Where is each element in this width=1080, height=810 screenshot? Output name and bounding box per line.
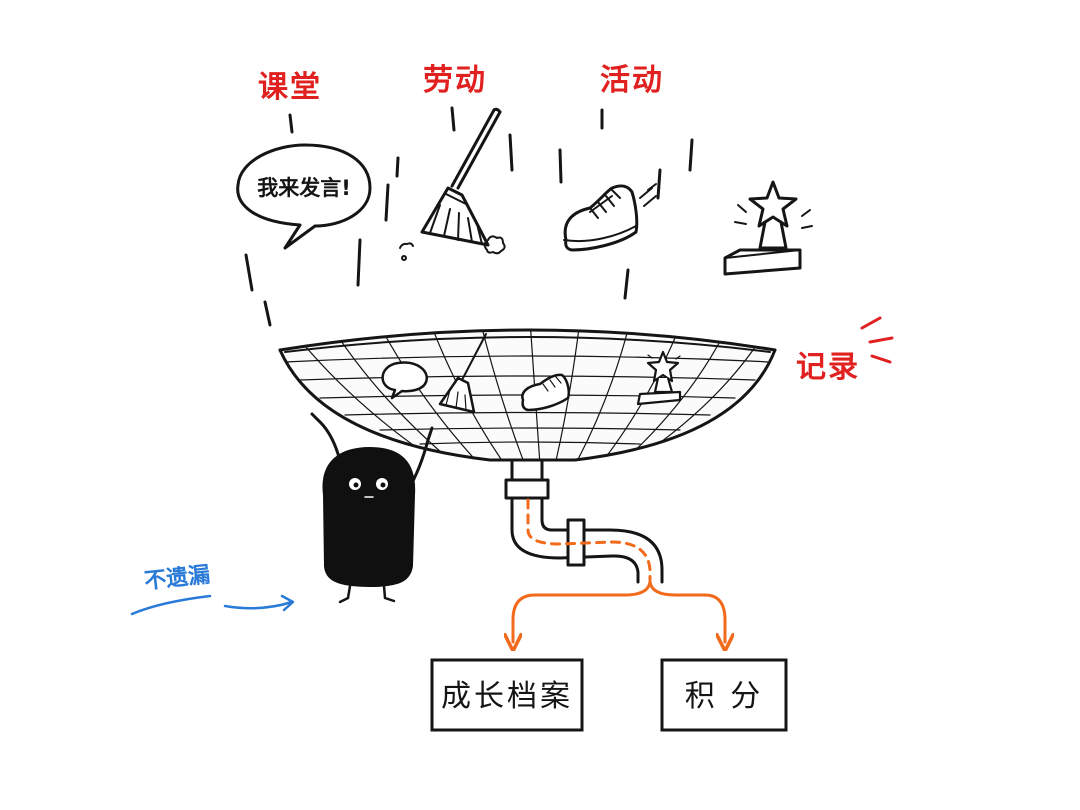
broom-icon: [399, 107, 506, 261]
sneaker-icon: [563, 183, 657, 252]
output-arrows: [513, 580, 725, 642]
speech-bubble-text: 我来发言!: [257, 176, 351, 200]
label-labor: 劳动: [423, 63, 487, 98]
caught-sneaker-icon: [521, 373, 570, 412]
growth-file-box: 成长档案: [430, 658, 584, 732]
label-classroom: 课堂: [258, 70, 322, 105]
caught-speech-bubble-icon: [381, 361, 428, 400]
character-eyes: [349, 478, 388, 498]
no-miss-underline-arrow: [130, 594, 295, 616]
record-emphasis-marks: [860, 316, 894, 364]
funnel-net: [278, 328, 777, 462]
trophy-icon: [723, 180, 813, 276]
pipe: [504, 460, 664, 584]
points-box: 积 分: [660, 658, 788, 732]
points-label: 积 分: [685, 679, 764, 714]
label-record: 记录: [796, 350, 860, 385]
label-activity: 活动: [600, 63, 664, 98]
growth-file-label: 成长档案: [441, 679, 573, 714]
falling-lines: [244, 106, 694, 327]
caught-trophy-icon: [636, 350, 682, 406]
label-no-miss: 不遗漏: [143, 562, 211, 595]
caught-broom-icon: [438, 333, 487, 414]
character: [310, 412, 434, 604]
speech-bubble-icon: 我来发言!: [236, 143, 372, 250]
